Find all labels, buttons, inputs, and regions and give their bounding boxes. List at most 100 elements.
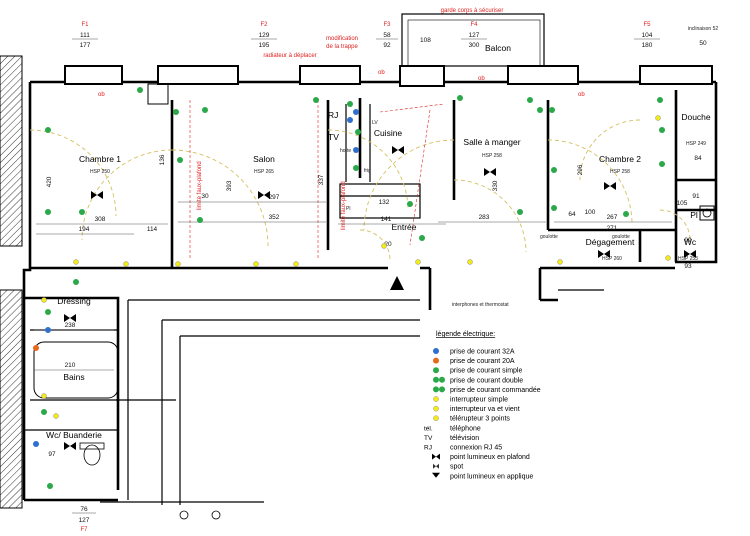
room-label-wcbuanderie: Wc/ Buanderie	[46, 430, 102, 440]
legend-label: téléphone	[450, 425, 481, 432]
legend-mark: RJ	[424, 445, 432, 452]
outlet-simple	[659, 127, 665, 133]
note-trappe-2: de la trappe	[326, 44, 358, 50]
legend-item: prise de courant commandée	[433, 386, 541, 394]
outlet-simple	[73, 279, 79, 285]
dim-chambre1-a: 194	[79, 226, 90, 233]
entrance-arrow	[390, 276, 404, 290]
plaque-label: Pl	[346, 206, 350, 212]
window-id-f4: F4	[470, 22, 478, 28]
outlet-32a	[347, 117, 353, 123]
room-label-douche: Douche	[681, 112, 711, 122]
outlet-20a	[33, 345, 39, 351]
lv-label: LV	[372, 120, 378, 126]
outlet-32a	[33, 441, 39, 447]
dim-pl-depth: 105	[677, 200, 688, 207]
outlet-icon	[433, 357, 439, 364]
dim-entree-width: 141	[381, 216, 392, 223]
switch	[415, 259, 421, 265]
dim-salle-width: 283	[479, 214, 490, 221]
dim-salon-depth: 393	[226, 180, 233, 191]
legend-item: spot	[433, 463, 463, 471]
legend-label: point lumineux en plafond	[450, 454, 530, 461]
room-label-pl: Pl	[690, 210, 698, 220]
walls	[22, 65, 718, 520]
facade-hatch-left	[0, 55, 23, 247]
legend-item: point lumineux en plafond	[432, 453, 530, 461]
goulotte-label: goulotte	[540, 234, 558, 240]
legend-item: prise de courant 32A	[433, 348, 515, 356]
outlet-simple	[551, 167, 557, 173]
outlet-simple	[41, 409, 47, 415]
frigo-label: frig	[364, 168, 371, 174]
outlet-simple	[137, 87, 143, 93]
legend-item: interrupteur va et vient	[433, 405, 520, 413]
room-hsp-chambre1: HSP 250	[90, 169, 110, 175]
legend-item: point lumineux en applique	[432, 472, 533, 480]
outlet-simple	[45, 127, 51, 133]
window-height-f2: 195	[259, 42, 270, 49]
ceiling-light-icon	[432, 453, 440, 460]
switch	[53, 413, 59, 419]
note-inclinaison-value: 50	[699, 40, 707, 47]
legend-label: prise de courant 32A	[450, 349, 515, 356]
room-hsp-douche: HSP 249	[686, 141, 706, 147]
dim-salle-depth: 330	[492, 180, 499, 191]
dim-chambre1-c: 136	[159, 154, 166, 165]
limit-label-entree: limite faux-plafond	[341, 181, 347, 230]
room-label-salon: Salon	[253, 154, 275, 164]
outlet-simple	[659, 161, 665, 167]
legend-item: prise de courant 20A	[433, 357, 515, 365]
outlets	[33, 87, 665, 489]
ceiling-light	[91, 191, 103, 199]
ceiling-limits: limite faux-plafond limite faux-plafond	[189, 100, 445, 260]
window-height-f7: 127	[79, 517, 90, 524]
legend-item: tél.téléphone	[424, 425, 481, 432]
legend-label: prise de courant commandée	[450, 387, 541, 394]
outlet-32a	[353, 109, 359, 115]
note-inclinaison: inclinaison 52	[688, 26, 719, 32]
window-marker-f1: F1 111 177	[72, 22, 98, 49]
switch	[467, 259, 473, 265]
switch-icon	[433, 396, 439, 402]
room-labels: Chambre 1 HSP 250 Salon HSP 265 Cuisine …	[46, 112, 711, 440]
dim-chambre1-b: 114	[147, 226, 158, 233]
room-label-degagement: Dégagement	[586, 237, 635, 247]
dim-salon-width2: 352	[269, 214, 280, 221]
switch	[557, 259, 563, 265]
outlet-simple	[347, 101, 353, 107]
window-width-f3: 58	[383, 32, 391, 39]
dim-salon-a: 30	[201, 193, 209, 200]
ceiling-light	[64, 442, 76, 450]
window-marker-f5: F5 104 180	[634, 22, 660, 49]
switch	[655, 115, 661, 121]
legend-label: télérupteur 3 points	[450, 416, 510, 423]
switch	[293, 261, 299, 267]
outlet-simple	[457, 95, 463, 101]
switch	[123, 261, 129, 267]
room-label-cuisine: Cuisine	[374, 128, 403, 138]
interphones-label: interphones et thermostat	[452, 302, 509, 308]
switch	[175, 261, 181, 267]
legend-label: interrupteur va et vient	[450, 406, 520, 413]
dim-chambre2-width: 267	[607, 214, 618, 221]
legend-item: prise de courant simple	[433, 367, 522, 375]
outlet-simple	[551, 205, 557, 211]
window-height-f3: 92	[383, 42, 391, 49]
outlet-simple	[517, 209, 523, 215]
switch-icon	[433, 405, 439, 412]
window-id-f5: F5	[643, 22, 651, 28]
outlet-simple	[527, 97, 533, 103]
room-label-chambre1: Chambre 1	[79, 154, 121, 164]
ceiling-light	[598, 250, 610, 258]
legend-label: point lumineux en applique	[450, 473, 533, 480]
switches	[41, 115, 671, 419]
room-label-entree: Entrée	[391, 222, 416, 232]
switch	[73, 259, 79, 265]
dim-wc-width: 99	[684, 237, 692, 244]
goulotte-label-2: goulotte	[612, 234, 630, 240]
rj-label: RJ	[328, 110, 338, 120]
room-label-dressing: Dressing	[57, 296, 91, 306]
tv-label: TV	[328, 132, 339, 142]
window-width-f2: 129	[259, 32, 270, 39]
